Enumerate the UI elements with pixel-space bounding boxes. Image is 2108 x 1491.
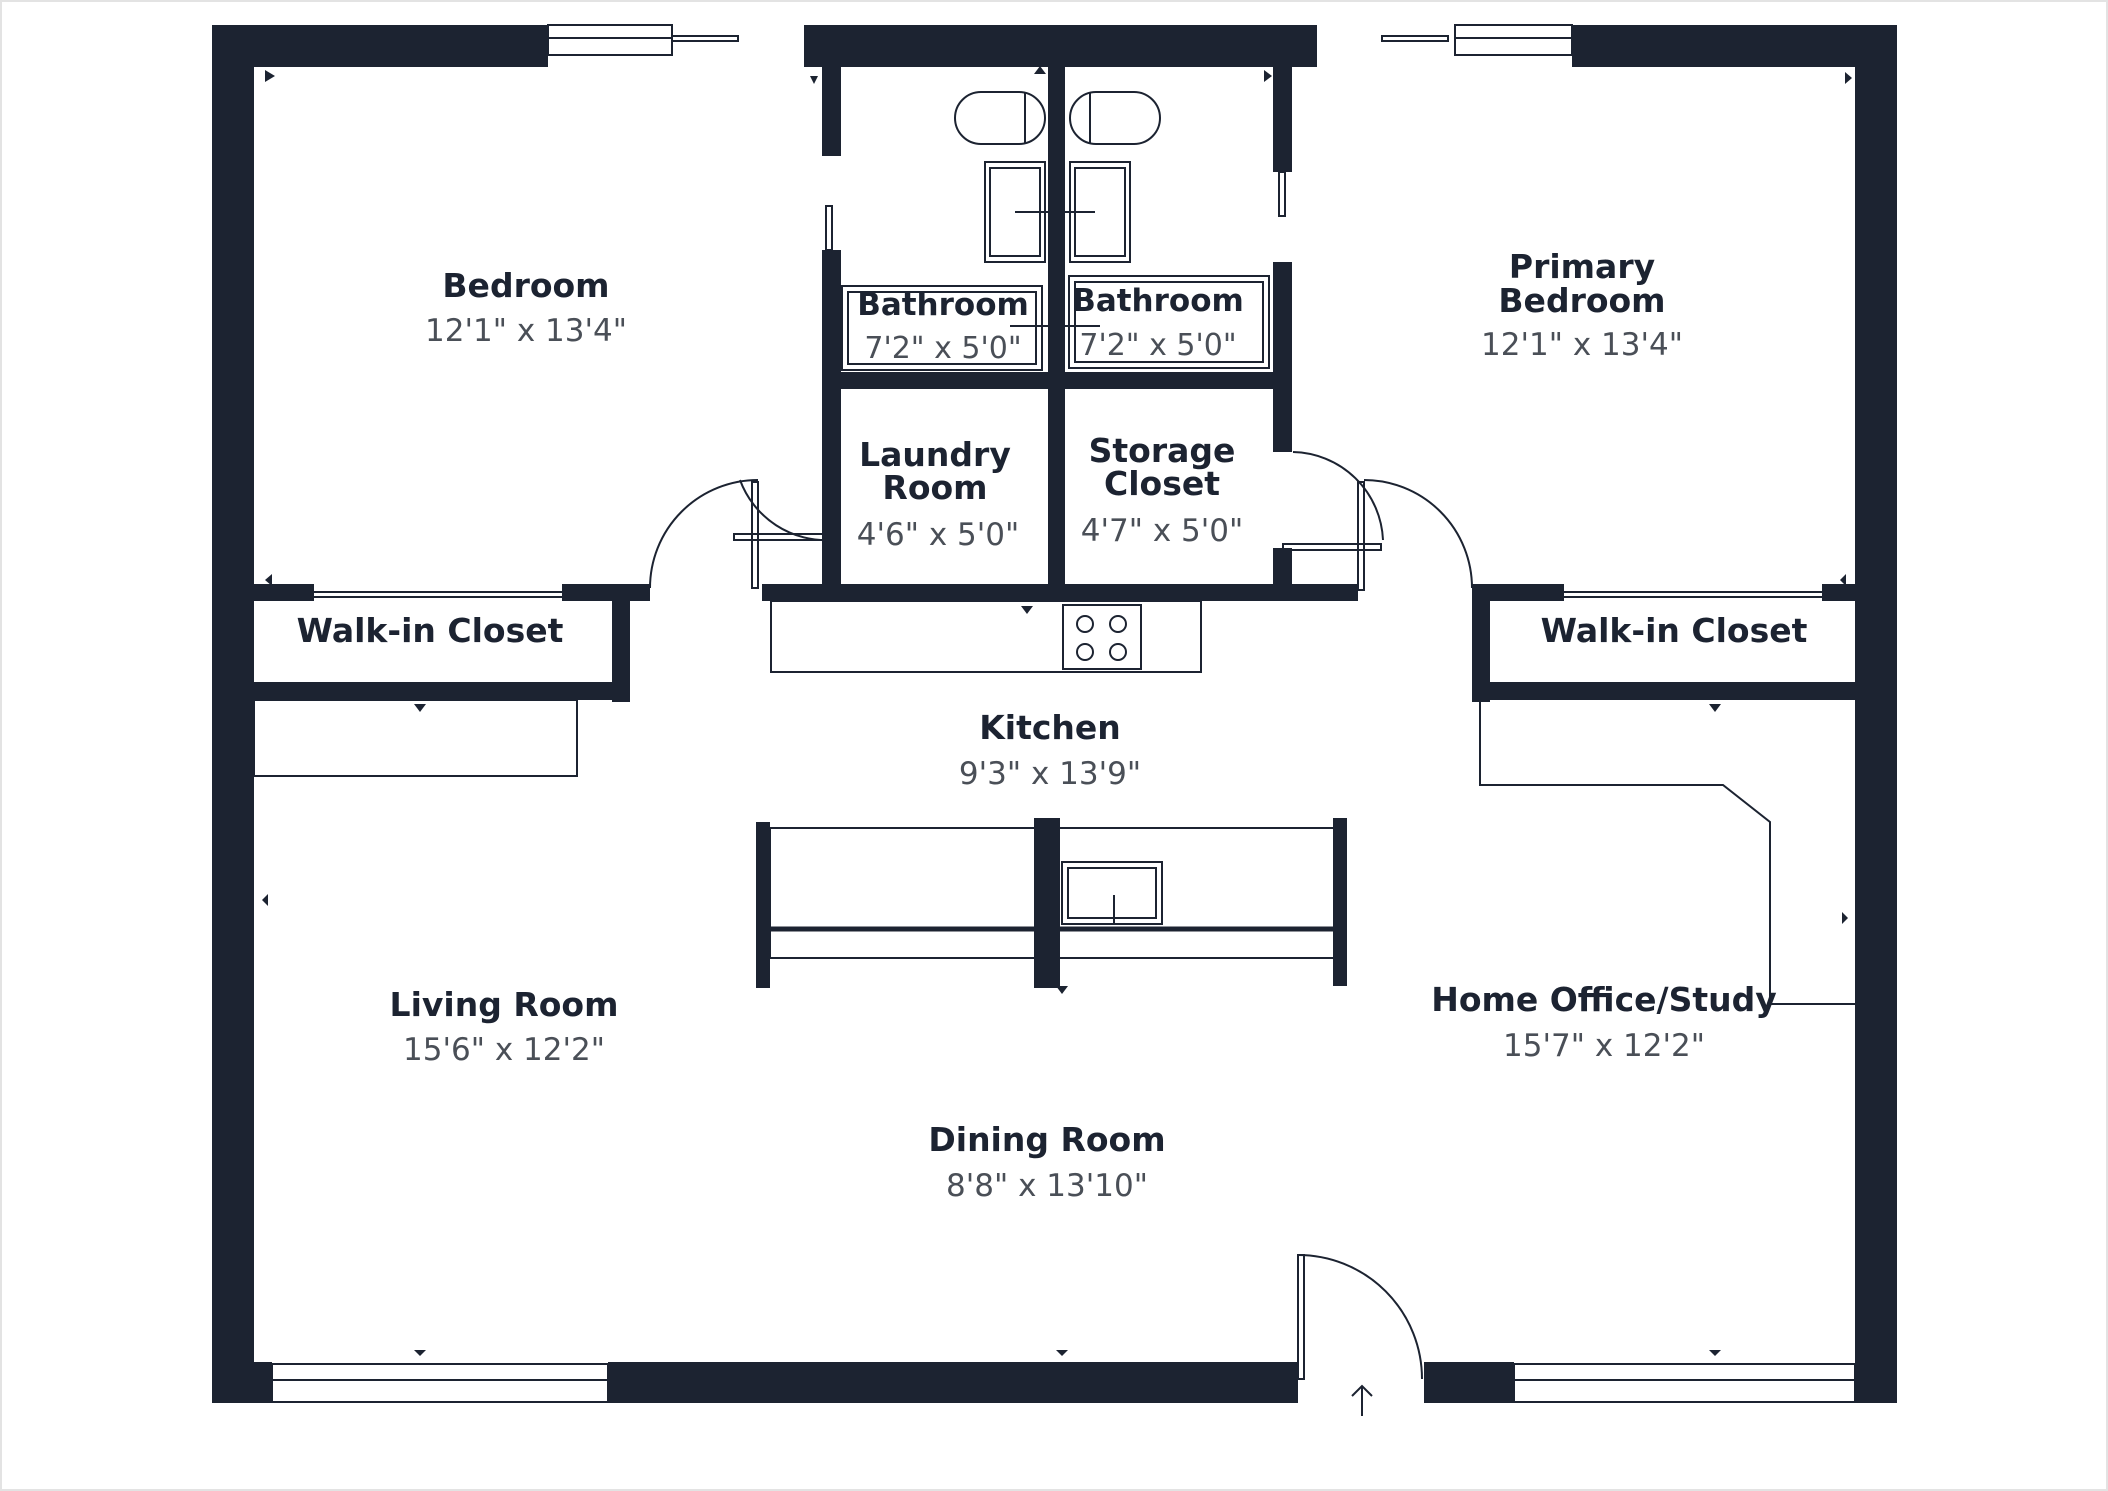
- bath-right-wall-lower: [1273, 262, 1292, 452]
- walkin-left-name: Walk-in Closet: [297, 611, 564, 650]
- bedroom-door-swing: [649, 479, 759, 589]
- storage-door-swing: [1292, 451, 1384, 541]
- bedroom-dims: 12'1" x 13'4": [425, 313, 627, 349]
- closet-left-top-a: [254, 584, 314, 601]
- dining-name: Dining Room: [928, 1120, 1165, 1159]
- fixtures: [253, 91, 1857, 1005]
- bath-left-wall-top: [822, 60, 841, 156]
- island-post-center: [1034, 818, 1060, 988]
- office-dims: 15'7" x 12'2": [1503, 1028, 1705, 1064]
- entry-door-leaf: [1297, 1254, 1305, 1380]
- island-post-right: [1333, 818, 1347, 986]
- walkin-right-name: Walk-in Closet: [1541, 611, 1808, 650]
- bath-left-dims: 7'2" x 5'0": [864, 331, 1021, 366]
- office-desk: [1479, 700, 1857, 1005]
- bathtub-left: [841, 285, 1043, 371]
- laundry-door-leaf: [733, 533, 833, 541]
- primary-dims: 12'1" x 13'4": [1481, 327, 1683, 363]
- office-name: Home Office/Study: [1431, 980, 1777, 1019]
- laundry-name-line1: Laundry: [859, 435, 1011, 474]
- window-bedroom-sash: [671, 35, 739, 42]
- primary-name-line2: Bedroom: [1498, 281, 1665, 320]
- closet-left-top-b: [562, 584, 650, 601]
- doors: [649, 171, 1473, 1416]
- bath-bottom-wall: [822, 372, 1292, 389]
- bath-left-wall-lower: [822, 250, 841, 590]
- bathtub-right: [1068, 275, 1270, 369]
- closet-right-top-a: [1472, 584, 1564, 601]
- entry-door-swing: [1297, 1254, 1423, 1380]
- toilet-left: [954, 91, 1046, 145]
- dimension-markers: [262, 66, 1852, 1356]
- living-cabinet: [253, 699, 578, 777]
- left-wall: [212, 25, 254, 1403]
- laundry-dims: 4'6" x 5'0": [857, 517, 1020, 553]
- storage-name-line2: Closet: [1104, 464, 1220, 503]
- primary-door-swing: [1363, 479, 1473, 589]
- primary-name-line1: Primary: [1509, 247, 1655, 286]
- island-sink: [1061, 861, 1163, 925]
- storage-stub: [1273, 548, 1292, 588]
- bath-right-dims: 7'2" x 5'0": [1079, 328, 1236, 363]
- bottom-wall-d: [1855, 1362, 1897, 1403]
- living-dims: 15'6" x 12'2": [403, 1032, 605, 1068]
- kitchen-dims: 9'3" x 13'9": [959, 756, 1141, 792]
- closet-left-bottom: [254, 682, 630, 700]
- closet-right-side: [1472, 584, 1490, 702]
- primary-door-leaf: [1357, 481, 1365, 591]
- top-wall-right: [1572, 25, 1897, 67]
- window-bedroom: [547, 24, 673, 56]
- stove: [1062, 604, 1142, 670]
- toilet-right: [1069, 91, 1161, 145]
- bath-left-name: Bathroom: [857, 287, 1029, 323]
- labels: Bedroom 12'1" x 13'4" Primary Bedroom 12…: [297, 247, 1808, 1204]
- bedroom-name: Bedroom: [442, 266, 609, 305]
- storage-name-line1: Storage: [1089, 431, 1236, 470]
- bottom-wall-c: [1424, 1362, 1514, 1403]
- laundry-door-swing: [739, 479, 833, 542]
- window-living: [271, 1363, 609, 1403]
- storage-door-leaf: [1282, 543, 1382, 551]
- laundry-name-line2: Room: [882, 468, 987, 507]
- window-primary: [1454, 24, 1573, 56]
- laundry-door-frame: [751, 481, 759, 589]
- living-name: Living Room: [390, 985, 619, 1024]
- kitchen-top-wall: [762, 584, 1358, 601]
- top-wall-left: [212, 25, 548, 67]
- closet-right-top-b: [1822, 584, 1857, 601]
- window-office: [1513, 1363, 1856, 1403]
- kitchen-name: Kitchen: [979, 708, 1121, 747]
- bath-left-door: [825, 205, 833, 251]
- windows: [271, 24, 1856, 1403]
- island-post-left: [756, 822, 770, 988]
- bath-right-name: Bathroom: [1072, 283, 1244, 319]
- bottom-wall-a: [212, 1362, 272, 1403]
- closet-left-side: [612, 584, 630, 702]
- bath-right-wall-top: [1273, 60, 1292, 172]
- walls: [212, 25, 1897, 1403]
- kitchen-counter: [770, 600, 1202, 673]
- kitchen-island: [769, 827, 1335, 959]
- bottom-wall-b: [608, 1362, 1298, 1403]
- right-wall: [1855, 25, 1897, 1403]
- bath-right-door: [1278, 171, 1286, 217]
- closet-right-bottom: [1472, 682, 1857, 700]
- window-primary-sash: [1381, 35, 1449, 42]
- dining-dims: 8'8" x 13'10": [946, 1168, 1148, 1204]
- storage-dims: 4'7" x 5'0": [1081, 513, 1244, 549]
